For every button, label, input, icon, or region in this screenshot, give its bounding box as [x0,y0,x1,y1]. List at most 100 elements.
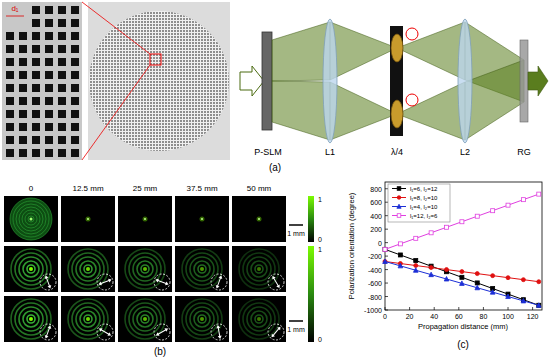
polarization-arrow [98,278,113,287]
mask-square [45,6,53,14]
arrow-head [108,278,112,283]
legend-text: l₁=8, l₂=10 [410,195,437,201]
part-label: λ/4 [391,148,403,157]
beam-spot [200,317,204,321]
beam-image [118,246,172,292]
data-marker [383,259,387,263]
data-marker [398,242,402,246]
mask-square [6,123,14,131]
data-marker [460,275,464,279]
arrow-head [271,275,276,280]
mask-square [32,149,40,157]
beam-ring [129,303,161,335]
optical-setup [240,19,548,143]
data-line [385,249,539,305]
data-marker [491,209,495,213]
mask-square [6,110,14,118]
distance-label: 37.5 mm [186,185,217,193]
beam-ring [239,249,279,289]
beam-ring [13,201,49,237]
mask-square [19,58,27,66]
beam-ring [84,315,92,323]
tick-label: 0 [378,239,382,246]
mask-square [58,19,66,27]
beam-image [232,296,286,342]
mask-square [71,97,79,105]
data-marker [475,285,480,290]
mask-square [6,97,14,105]
data-line [385,261,539,281]
beam-image [61,246,115,292]
mask-square [45,110,53,118]
mask-square [45,123,53,131]
colorbar [308,196,314,242]
tick [385,307,386,310]
tick-label: -800 [368,293,382,300]
beam-ring [133,257,157,281]
beam-image [175,196,229,242]
polarization-inset [154,324,170,340]
tick [385,283,388,284]
data-marker [397,187,401,191]
beam-disk [10,198,52,240]
colorbar-label: 1 [318,246,322,253]
beam-ring [190,307,214,331]
data-marker [475,214,479,218]
mask-square [58,123,66,131]
scale-label: 1 mm [287,326,305,333]
beam-spot [29,267,33,271]
beam-spot [143,317,147,321]
tick [385,202,388,203]
arrow-head [218,336,222,340]
data-marker [445,225,449,229]
panel-label: (b) [154,347,166,357]
beam-image [118,196,172,242]
beam-ring [129,253,161,285]
mask-square [45,97,53,105]
polarization-arrow [44,325,53,340]
mask-square [71,149,79,157]
mask-square [19,149,27,157]
polarization-inset [211,274,227,290]
polarization-arrow [155,278,170,287]
arrow-head [164,327,169,332]
data-marker [444,277,449,282]
data-marker [537,303,541,307]
part-label: P-SLM [254,148,282,157]
mask-square [6,149,14,157]
beam-ring [137,261,153,277]
beam-image [4,196,58,242]
distance-label: 25 mm [133,185,157,193]
beam-ring [182,249,222,289]
mask-square [32,6,40,14]
arrow-head [277,325,282,330]
data-marker [414,259,418,263]
beam-spot [143,267,147,271]
panel-label: (c) [457,340,469,350]
colorbar [308,246,314,342]
mask-square [19,136,27,144]
arrow-head [98,281,102,286]
polarization-inset [268,274,284,290]
data-marker [475,272,479,276]
data-marker [506,294,511,299]
tick [532,307,533,310]
mask-square [71,58,79,66]
legend-text: l₁=4, l₂=10 [410,204,437,210]
part-label: RG [517,148,531,157]
data-marker [429,231,433,235]
beam-ring [198,315,206,323]
mask-square [32,123,40,131]
beam-ring [251,261,267,277]
arrow-shaft [274,278,279,287]
part-label: L1 [325,148,335,157]
beam-spot [143,217,148,222]
beam-ring [255,315,263,323]
polarization-inset [40,324,56,340]
mask-square [32,71,40,79]
polarization-arrow [216,325,222,339]
colorbar-label: 0 [318,336,322,343]
data-marker [398,263,403,268]
mask-square [58,97,66,105]
